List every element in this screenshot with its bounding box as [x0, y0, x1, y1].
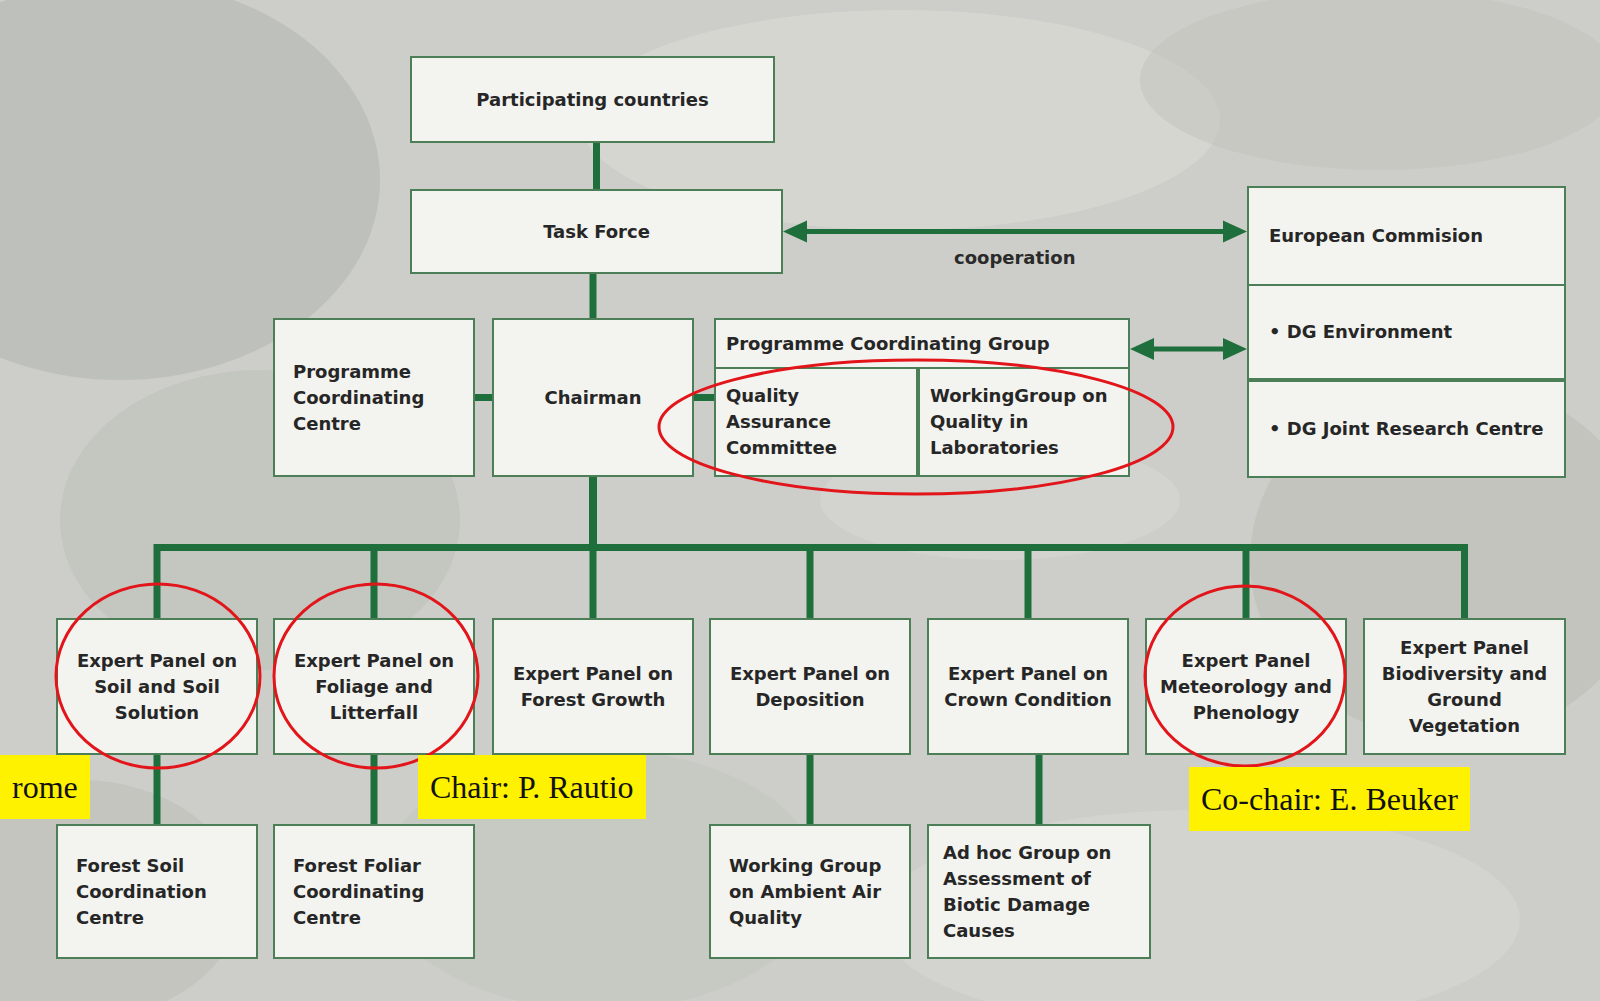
org-box: Task Force: [410, 189, 783, 274]
connector-line: [590, 274, 597, 318]
box-label: Participating countries: [412, 87, 773, 113]
connector: [1039, 755, 1040, 824]
box-label: Expert Panel Biodiversity and Ground Veg…: [1365, 635, 1564, 739]
org-box: Programme Coordinating Centre: [273, 318, 475, 477]
panel-box: Expert Panel on Forest Growth: [492, 618, 694, 755]
connector: [475, 397, 492, 398]
connector: [596, 143, 597, 189]
org-box: Chairman: [492, 318, 694, 477]
partner-row: • DG Joint Research Centre: [1247, 380, 1566, 478]
connector-line: [154, 755, 161, 824]
panel-box: Expert Panel Meteorology and Phenology: [1145, 618, 1347, 755]
box-label: Expert Panel on Crown Condition: [929, 661, 1127, 713]
connector: [1130, 338, 1247, 360]
box-label: Expert Panel on Soil and Soil Solution: [58, 648, 256, 726]
box-label: WorkingGroup on Quality in Laboratories: [920, 383, 1128, 461]
connector: [157, 477, 593, 618]
connector-line: [694, 394, 714, 401]
connector: [593, 274, 594, 318]
connector-line: [807, 755, 814, 824]
connector-line: [593, 477, 1465, 618]
connector-line: [371, 755, 378, 824]
committee-box: Quality Assurance Committee: [714, 367, 918, 477]
box-label: Expert Panel on Forest Growth: [494, 661, 692, 713]
group-box: Programme Coordinating GroupQuality Assu…: [714, 318, 1130, 477]
panel-box: Expert Panel Biodiversity and Ground Veg…: [1363, 618, 1566, 755]
partner-box: European Commision • DG Environment • DG J…: [1247, 186, 1566, 478]
box-heading: European Commision: [1249, 188, 1564, 284]
arrow-head: [783, 221, 807, 243]
box-label: • DG Environment: [1249, 319, 1564, 345]
chair-note: Chair: P. Rautio: [418, 755, 646, 819]
box-label: Programme Coordinating Centre: [275, 359, 473, 437]
connector: [157, 755, 158, 824]
connector-line: [374, 477, 593, 618]
centre-box: Forest Foliar Coordinating Centre: [273, 824, 475, 959]
box-heading: Programme Coordinating Group: [716, 320, 1128, 367]
connector-line: [1036, 755, 1043, 824]
connector: [593, 477, 1465, 618]
box-label: Task Force: [412, 219, 781, 245]
panel-box: Expert Panel on Deposition: [709, 618, 911, 755]
org-box: Participating countries: [410, 56, 775, 143]
connector: [694, 397, 714, 398]
box-label: Expert Panel on Foliage and Litterfall: [275, 648, 473, 726]
committee-box: WorkingGroup on Quality in Laboratories: [918, 367, 1130, 477]
connector-line: [1152, 347, 1225, 352]
highlight-ellipse: [274, 584, 478, 768]
centre-box: Ad hoc Group on Assessment of Biotic Dam…: [927, 824, 1151, 959]
connector: [374, 477, 593, 618]
box-label: Forest Soil Coordination Centre: [58, 853, 256, 931]
box-label: Ad hoc Group on Assessment of Biotic Dam…: [929, 840, 1149, 944]
centre-box: Working Group on Ambient Air Quality: [709, 824, 911, 959]
connector: [783, 221, 1247, 243]
box-label: Expert Panel Meteorology and Phenology: [1147, 648, 1345, 726]
box-label: Quality Assurance Committee: [716, 383, 916, 461]
partner-row: • DG Environment: [1247, 284, 1566, 380]
highlight-ellipse: [659, 360, 1173, 494]
edge-label: cooperation: [954, 246, 1075, 270]
arrow-head: [1130, 338, 1154, 360]
connector: [374, 755, 375, 824]
chair-note: rome: [0, 755, 90, 819]
highlight-ellipse: [56, 584, 260, 768]
box-label: Expert Panel on Deposition: [711, 661, 909, 713]
box-label: Working Group on Ambient Air Quality: [711, 853, 909, 931]
connector-line: [157, 477, 593, 618]
panel-box: Expert Panel on Foliage and Litterfall: [273, 618, 475, 755]
connector-line: [593, 143, 600, 189]
panel-box: Expert Panel on Soil and Soil Solution: [56, 618, 258, 755]
box-label: • DG Joint Research Centre: [1249, 416, 1564, 442]
connector: [810, 755, 811, 824]
arrow-head: [1223, 338, 1247, 360]
centre-box: Forest Soil Coordination Centre: [56, 824, 258, 959]
connector-line: [805, 229, 1225, 234]
connector-line: [475, 394, 492, 401]
box-label: Chairman: [494, 385, 692, 411]
arrow-head: [1223, 221, 1247, 243]
chair-note: Co-chair: E. Beuker: [1189, 767, 1470, 831]
box-label: Forest Foliar Coordinating Centre: [275, 853, 473, 931]
panel-box: Expert Panel on Crown Condition: [927, 618, 1129, 755]
